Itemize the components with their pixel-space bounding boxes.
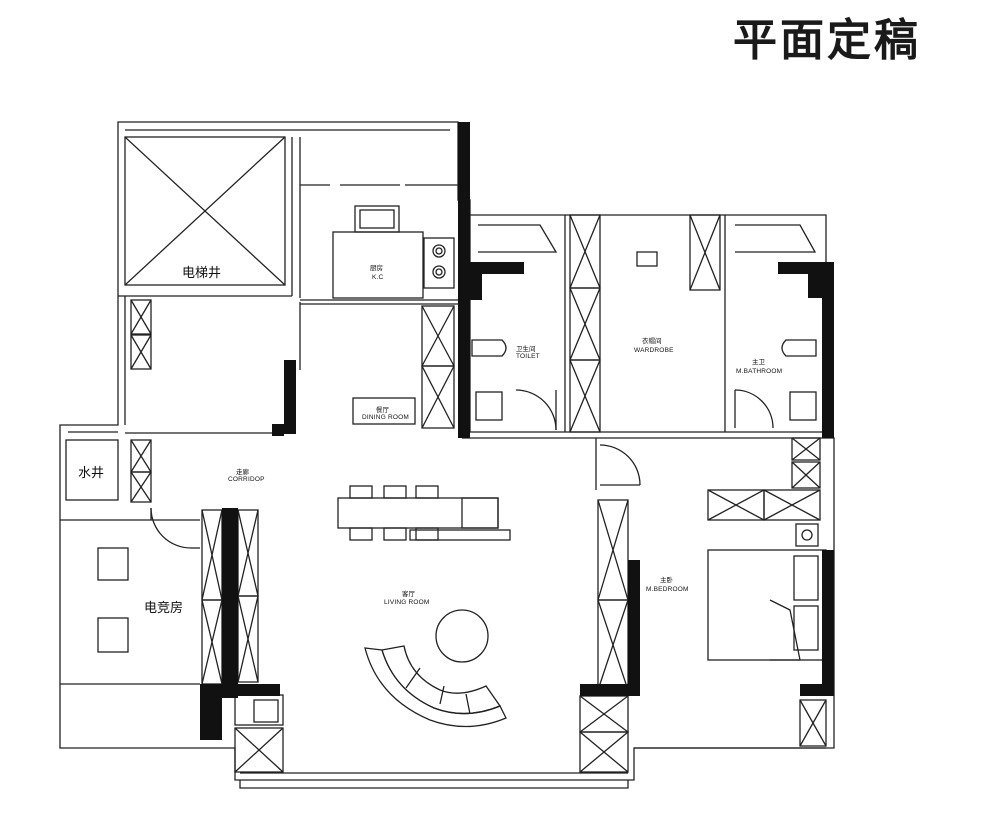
dining-label-cn: 餐厅 [376, 407, 389, 414]
mbedroom-label-cn: 主卧 [660, 577, 673, 584]
living-label-cn: 客厅 [402, 591, 415, 598]
wardrobe-label-en: WARDROBE [634, 347, 674, 354]
kitchen-sink [354, 205, 400, 233]
mbedroom-label-en: M.BEDROOM [646, 586, 689, 593]
kitchen-label-en: K.C [372, 274, 384, 281]
elevator-shaft [124, 136, 286, 286]
toilet-label-en: TOILET [516, 353, 540, 360]
toilet-label-cn: 卫生间 [516, 346, 536, 353]
corridor-label-en: CORRIDOP [228, 476, 265, 483]
esports-room-label: 电竞房 [144, 600, 184, 615]
corridor-label-cn: 走廊 [236, 469, 249, 476]
bed [707, 549, 827, 661]
living-label-en: LIVING ROOM [384, 599, 430, 606]
kitchen-stove [423, 237, 455, 289]
water-well [65, 439, 119, 501]
mbath-label-cn: 主卫 [752, 359, 765, 366]
dining-table [337, 497, 499, 529]
dining-sideboard [352, 397, 416, 425]
mbath-label-en: M.BATHROOM [736, 368, 783, 375]
round-table [435, 609, 489, 663]
wardrobe-label-cn: 衣帽间 [642, 338, 662, 345]
plan-title: 平面定稿 [733, 15, 921, 66]
kitchen-label-cn: 厨房 [370, 265, 383, 272]
water-well-label: 水井 [78, 465, 105, 480]
dining-label-en: DINING ROOM [362, 414, 409, 421]
elevator-label: 电梯井 [182, 265, 222, 280]
